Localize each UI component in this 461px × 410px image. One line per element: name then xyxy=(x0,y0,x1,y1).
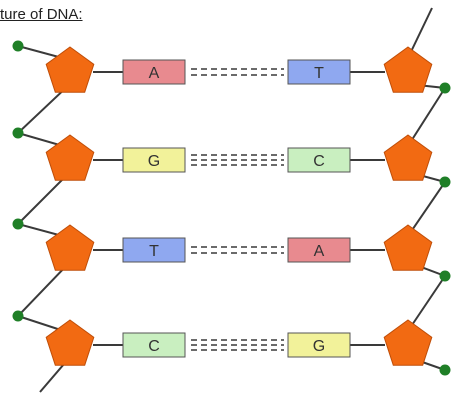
phosphate-right-3 xyxy=(439,270,451,282)
deoxyribose-left xyxy=(45,224,95,271)
deoxyribose-right xyxy=(383,46,433,93)
deoxyribose-left xyxy=(45,319,95,366)
phosphate-left-3 xyxy=(12,218,24,230)
base-left-box xyxy=(122,147,186,173)
base-left-box xyxy=(122,59,186,85)
base-right-label: C xyxy=(313,153,325,170)
base-left-label: A xyxy=(149,65,160,82)
diagram-title: ture of DNA: xyxy=(0,6,83,23)
deoxyribose-right xyxy=(383,134,433,181)
base-right-box xyxy=(287,237,351,263)
base-left-label: C xyxy=(148,338,160,355)
phosphate-right-4 xyxy=(439,364,451,376)
deoxyribose-left xyxy=(45,134,95,181)
base-left-label: T xyxy=(149,243,159,260)
base-right-box xyxy=(287,332,351,358)
deoxyribose-left xyxy=(45,46,95,93)
phosphate-left-1 xyxy=(12,40,24,52)
phosphate-left-4 xyxy=(12,310,24,322)
phosphate-right-1 xyxy=(439,82,451,94)
phosphate-right-2 xyxy=(439,176,451,188)
phosphate-left-2 xyxy=(12,127,24,139)
deoxyribose-right xyxy=(383,319,433,366)
base-right-box xyxy=(287,147,351,173)
base-right-label: A xyxy=(314,243,325,260)
base-left-label: G xyxy=(148,153,160,170)
base-left-box xyxy=(122,332,186,358)
base-right-box xyxy=(287,59,351,85)
base-right-label: G xyxy=(313,338,325,355)
deoxyribose-right xyxy=(383,224,433,271)
base-left-box xyxy=(122,237,186,263)
base-right-label: T xyxy=(314,65,324,82)
